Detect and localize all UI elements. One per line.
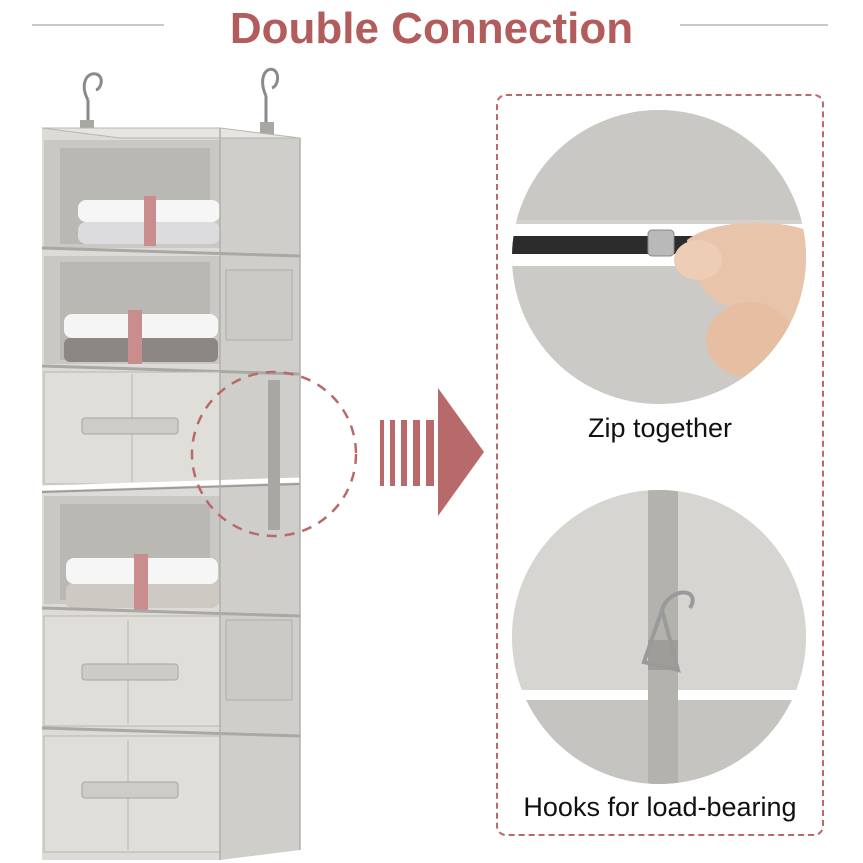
drawer-3 bbox=[43, 735, 221, 853]
drawer-2 bbox=[43, 615, 293, 727]
shelf-open-1 bbox=[44, 140, 220, 248]
drawer-1 bbox=[43, 371, 221, 485]
shelf-open-2 bbox=[44, 256, 293, 364]
highlight-circle bbox=[190, 370, 358, 538]
hanging-hook-right bbox=[261, 67, 280, 126]
title-rule-right bbox=[680, 24, 828, 26]
hook-closeup-image bbox=[512, 490, 806, 784]
zipper-closeup-image bbox=[512, 110, 806, 404]
organizer-image bbox=[41, 67, 301, 860]
caption-zip-together: Zip together bbox=[587, 413, 733, 443]
hanging-hook-left bbox=[82, 72, 103, 128]
callout-panel bbox=[496, 94, 824, 836]
shelf-open-3 bbox=[44, 496, 220, 612]
title-banner: Double Connection bbox=[0, 0, 863, 56]
title-rule-left bbox=[32, 24, 164, 26]
arrow-right-icon bbox=[380, 388, 484, 516]
caption-hooks-load-bearing: Hooks for load-bearing bbox=[523, 792, 797, 822]
page-title: Double Connection bbox=[229, 4, 634, 53]
